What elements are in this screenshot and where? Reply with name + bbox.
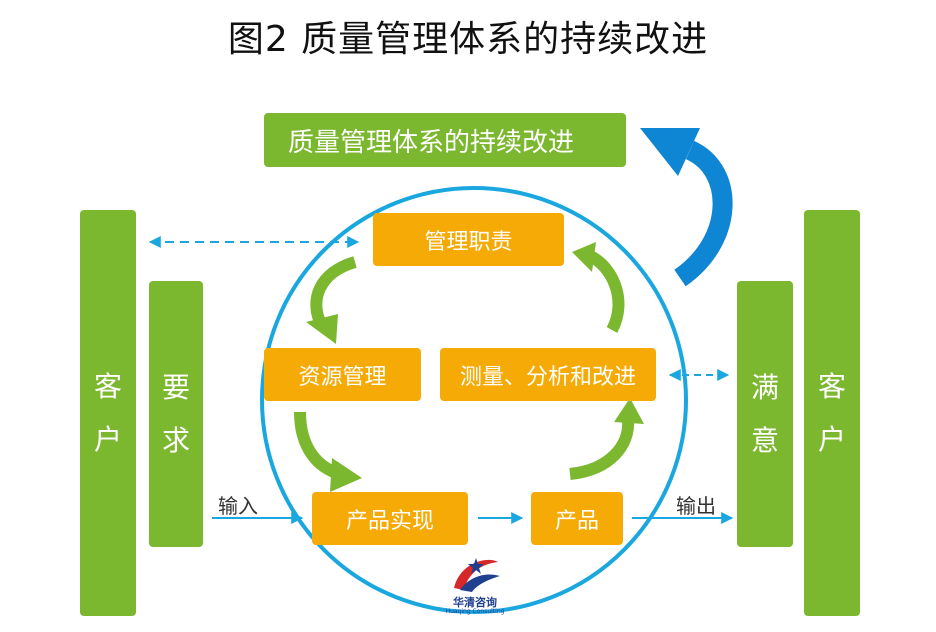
- process-circle: [260, 186, 688, 614]
- output-label: 输出: [676, 494, 716, 518]
- company-logo: 华清咨询 Huaqing Consulting: [440, 552, 510, 616]
- requirement-bar: 要 求: [149, 281, 203, 547]
- improvement-banner: 质量管理体系的持续改进: [264, 113, 626, 167]
- curved-arrow-product-to-measure-head: [614, 398, 644, 424]
- curved-arrow-measure-to-mgmt: [587, 250, 625, 333]
- management-responsibility-box: 管理职责: [373, 213, 564, 266]
- customer-left-char-2: 户: [93, 423, 122, 456]
- measurement-analysis-box: 测量、分析和改进: [440, 348, 656, 401]
- product-realization-box: 产品实现: [312, 492, 468, 545]
- input-label: 输入: [218, 494, 258, 518]
- logo-subtitle: Huaqing Consulting: [445, 608, 505, 615]
- satisfaction-bar: 满 意: [737, 281, 793, 547]
- logo-emblem-icon: [454, 558, 500, 592]
- curved-arrow-product-to-measure: [569, 419, 635, 480]
- requirement-char-1: 要: [161, 370, 190, 404]
- resource-management-box: 资源管理: [264, 348, 421, 401]
- curved-arrow-measure-to-mgmt-head: [572, 242, 596, 272]
- curved-arrow-mgmt-to-resource-head: [306, 314, 338, 344]
- customer-right-char-1: 客: [817, 369, 846, 403]
- requirement-char-2: 求: [161, 424, 190, 457]
- customer-left-bar: 客 户: [80, 210, 136, 616]
- improvement-arrow-head: [640, 128, 700, 176]
- product-box: 产品: [531, 492, 623, 545]
- curved-arrow-resource-to-realize-head: [330, 458, 362, 492]
- customer-right-bar: 客 户: [804, 210, 860, 616]
- customer-left-char-1: 客: [93, 369, 122, 403]
- satisfaction-char-1: 满: [750, 370, 779, 404]
- page-title: 图2 质量管理体系的持续改进: [227, 19, 709, 60]
- curved-arrow-mgmt-to-resource: [310, 256, 357, 329]
- customer-right-char-2: 户: [817, 423, 846, 456]
- logo-name: 华清咨询: [453, 596, 497, 609]
- satisfaction-char-2: 意: [750, 424, 779, 457]
- improvement-arrow: [673, 140, 733, 287]
